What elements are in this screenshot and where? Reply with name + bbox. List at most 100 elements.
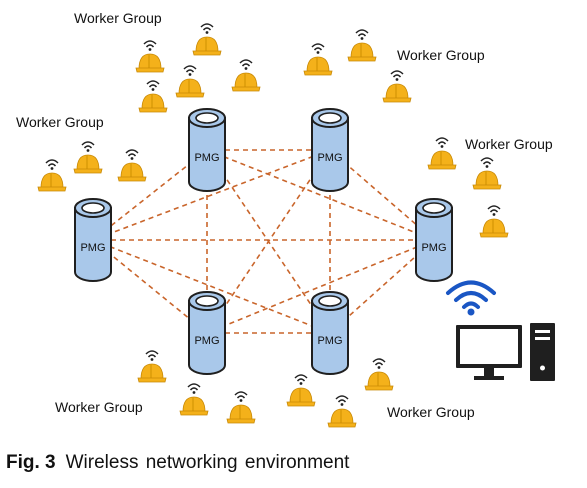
helmet-brim — [135, 67, 165, 73]
wifi-icon — [81, 141, 95, 152]
helmet-shell — [306, 56, 330, 73]
wifi-icon — [372, 358, 386, 369]
wifi-icon — [45, 159, 59, 170]
worker-group-label: Worker Group — [74, 10, 162, 26]
pmg-node: PMG — [415, 198, 453, 282]
pmg-top-ring — [195, 295, 219, 307]
worker-group-label: Worker Group — [387, 404, 475, 420]
helmet-shell — [475, 170, 499, 187]
wifi-icon — [200, 23, 214, 34]
worker-helmet — [137, 350, 167, 383]
wifi-icon — [294, 374, 308, 385]
worker-helmet — [192, 23, 222, 56]
helmet-shell — [234, 72, 258, 89]
worker-helmet — [37, 159, 67, 192]
worker-group-label: Worker Group — [465, 136, 553, 152]
worker-helmet — [226, 391, 256, 424]
mesh-link — [92, 239, 208, 334]
helmet-brim — [347, 56, 377, 62]
worker-helmet — [427, 137, 457, 170]
worker-helmet — [175, 65, 205, 98]
pmg-body — [311, 300, 349, 375]
mesh-link — [92, 239, 331, 334]
helmet-brim — [382, 97, 412, 103]
pmg-label: PMG — [421, 242, 446, 254]
worker-helmet — [135, 40, 165, 73]
helmet-brim — [226, 418, 256, 424]
worker-helmet — [382, 70, 412, 103]
helmet-brim — [117, 176, 147, 182]
helmet-shell — [289, 387, 313, 404]
helmet-brim — [231, 86, 261, 92]
helmet-shell — [141, 93, 165, 110]
helmet-shell — [178, 78, 202, 95]
helmet-shell — [138, 53, 162, 70]
helmet-brim — [73, 168, 103, 174]
wifi-icon — [480, 157, 494, 168]
helmet-shell — [350, 42, 374, 59]
wifi-icon — [355, 29, 369, 40]
helmet-brim — [364, 385, 394, 391]
pmg-top-ring — [195, 112, 219, 124]
helmet-shell — [385, 83, 409, 100]
helmet-brim — [427, 164, 457, 170]
helmet-shell — [195, 36, 219, 53]
wifi-icon — [335, 395, 349, 406]
wifi-icon — [125, 149, 139, 160]
caption-text: Wireless networking environment — [65, 452, 350, 473]
helmet-brim — [37, 186, 67, 192]
wifi-icon — [143, 40, 157, 51]
worker-helmet — [303, 43, 333, 76]
pmg-label: PMG — [317, 152, 342, 164]
pmg-top-ring — [318, 112, 342, 124]
worker-group-label: Worker Group — [55, 399, 143, 415]
pmg-label: PMG — [317, 335, 342, 347]
wifi-icon — [146, 80, 160, 91]
wifi-icon — [187, 383, 201, 394]
pmg-body — [188, 300, 226, 375]
control-station — [446, 280, 555, 381]
helmet-brim — [303, 70, 333, 76]
helmet-brim — [327, 422, 357, 428]
caption-label: Fig. 3 — [6, 452, 56, 473]
helmet-shell — [330, 408, 354, 425]
helmet-shell — [482, 218, 506, 235]
worker-helmet — [347, 29, 377, 62]
worker-group-label: Worker Group — [16, 114, 104, 130]
worker-helmet — [286, 374, 316, 407]
helmet-brim — [138, 107, 168, 113]
pmg-top-ring — [318, 295, 342, 307]
helmet-shell — [182, 396, 206, 413]
mesh-link — [206, 149, 435, 241]
helmet-shell — [140, 363, 164, 380]
pmg-node: PMG — [311, 291, 349, 375]
helmet-shell — [430, 150, 454, 167]
mesh-link — [206, 239, 435, 334]
helmet-brim — [472, 184, 502, 190]
helmet-brim — [192, 50, 222, 56]
broadcast-wifi-icon — [446, 280, 496, 316]
pmg-label: PMG — [194, 335, 219, 347]
wifi-icon — [311, 43, 325, 54]
worker-helmet — [364, 358, 394, 391]
worker-helmet — [472, 157, 502, 190]
helmet-shell — [229, 404, 253, 421]
worker-helmet — [179, 383, 209, 416]
wifi-icon — [390, 70, 404, 81]
worker-helmet — [479, 205, 509, 238]
helmet-brim — [175, 92, 205, 98]
wifi-icon — [183, 65, 197, 76]
worker-helmet — [138, 80, 168, 113]
wifi-icon — [487, 205, 501, 216]
pmg-label: PMG — [194, 152, 219, 164]
helmet-shell — [76, 154, 100, 171]
wifi-icon — [435, 137, 449, 148]
pmg-body — [188, 117, 226, 192]
pmg-body — [74, 207, 112, 282]
pmg-top-ring — [81, 202, 105, 214]
worker-helmet — [231, 59, 261, 92]
pmg-body — [415, 207, 453, 282]
